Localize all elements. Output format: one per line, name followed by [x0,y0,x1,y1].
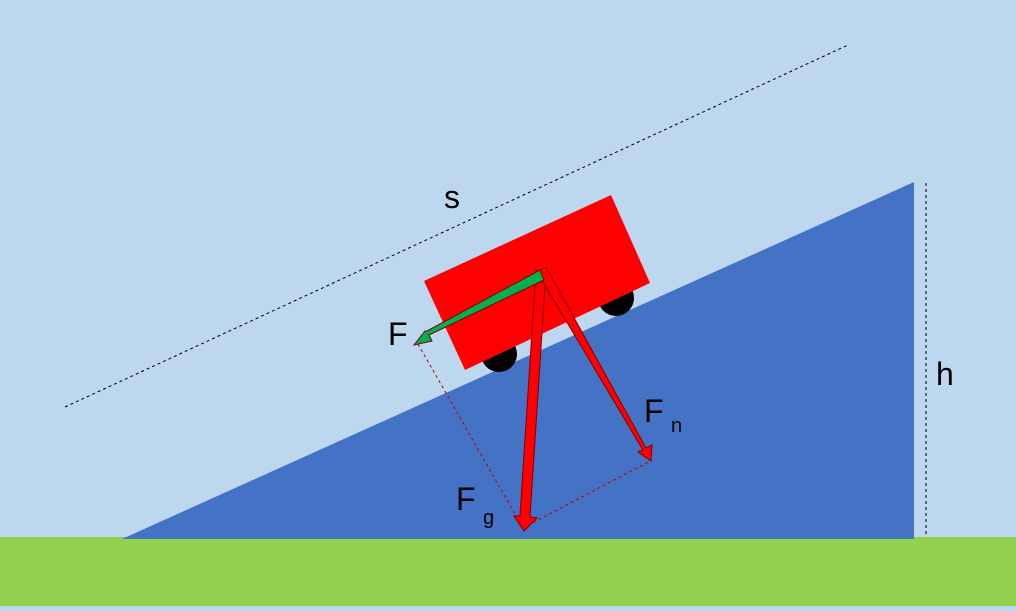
label-fn-subscript: n [671,415,682,437]
label-f: F [388,316,408,352]
component-line-f-to-fg [417,343,524,529]
label-fn: F [644,393,664,429]
parallel-force-arrow [412,269,545,346]
normal-force-arrow [536,266,653,462]
label-s: s [444,179,460,215]
component-line-fg-to-fn [522,459,653,529]
label-fg: F [456,481,476,517]
label-fg-subscript: g [483,507,494,529]
ground [0,537,1016,606]
inclined-plane [122,182,914,539]
gravity-force-arrow [513,269,547,532]
label-h: h [936,356,954,392]
